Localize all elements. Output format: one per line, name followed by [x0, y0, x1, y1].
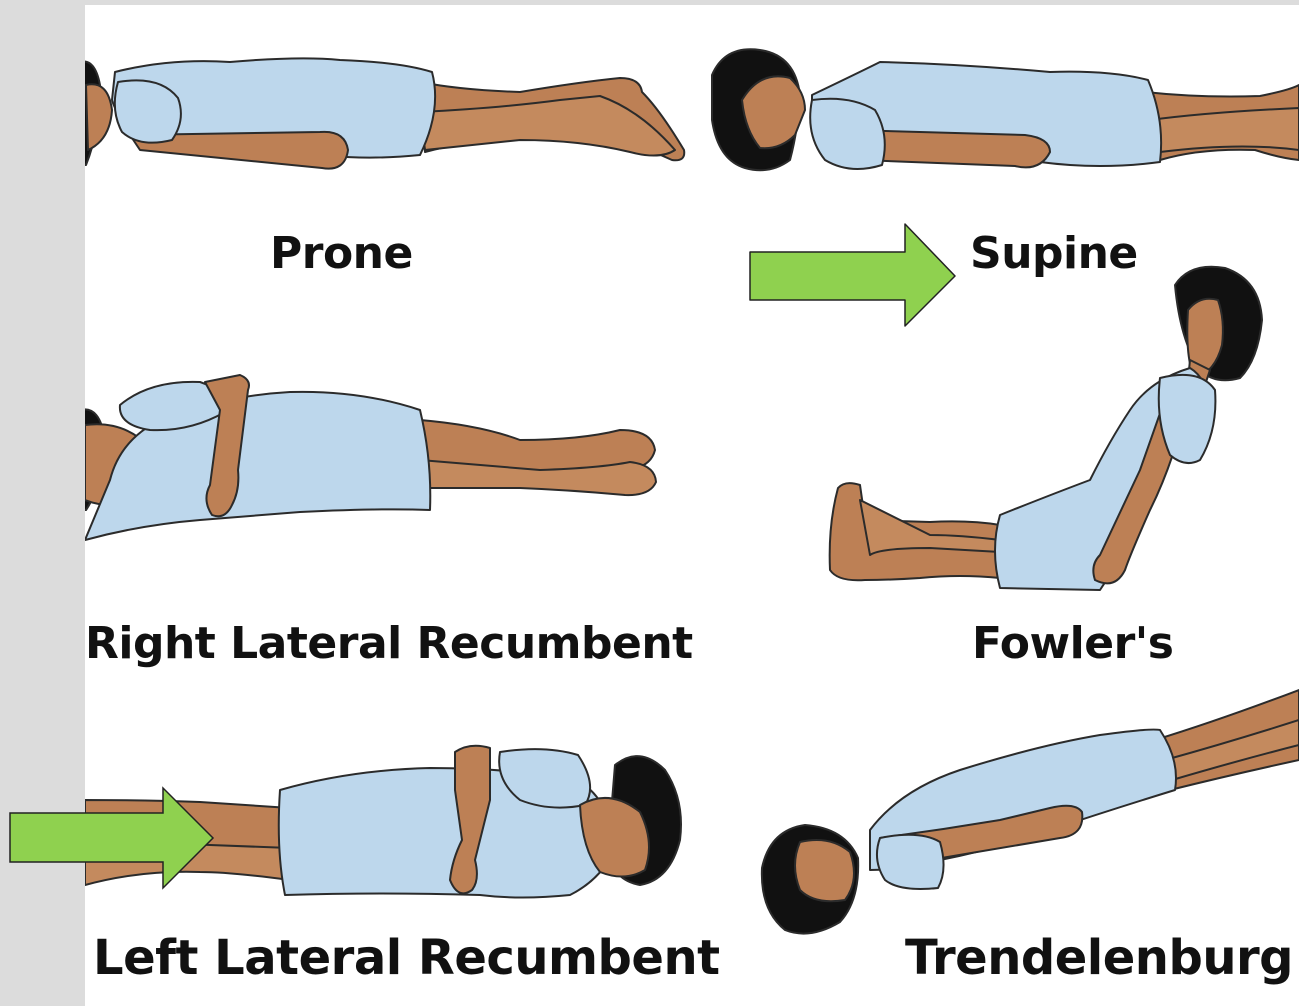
label-prone: Prone — [270, 228, 413, 279]
fowlers-figure — [830, 267, 1262, 590]
label-left-lateral-recumbent: Left Lateral Recumbent — [93, 930, 720, 986]
trendelenburg-figure — [762, 690, 1299, 934]
right-lateral-recumbent-figure — [80, 375, 656, 540]
label-trendelenburg: Trendelenburg — [905, 930, 1293, 986]
label-fowlers: Fowler's — [972, 618, 1173, 669]
right-arrow-icon — [750, 224, 955, 326]
label-supine: Supine — [970, 228, 1138, 279]
label-right-lateral-recumbent: Right Lateral Recumbent — [85, 618, 693, 669]
prone-figure — [80, 58, 684, 168]
supine-figure — [712, 49, 1299, 170]
